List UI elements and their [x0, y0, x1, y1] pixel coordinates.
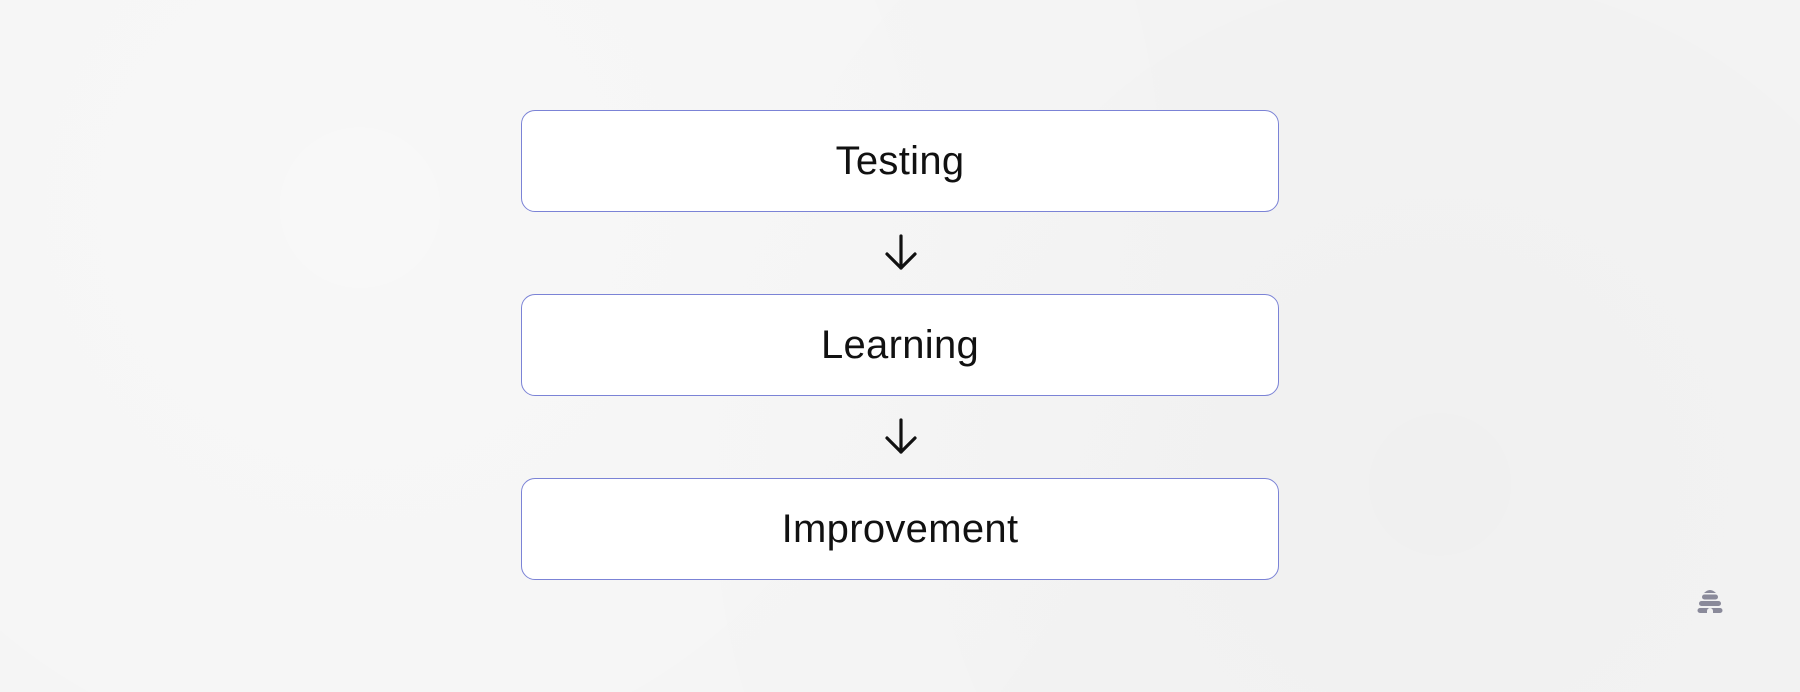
step-box-testing: Testing [521, 110, 1279, 212]
step-label: Testing [835, 139, 965, 183]
step-label: Improvement [781, 507, 1019, 551]
beehive-logo-icon [1693, 585, 1727, 619]
arrow-down-icon [881, 416, 921, 458]
step-box-improvement: Improvement [521, 478, 1279, 580]
step-label: Learning [820, 323, 980, 367]
step-box-learning: Learning [521, 294, 1279, 396]
arrow-down-icon [881, 232, 921, 274]
